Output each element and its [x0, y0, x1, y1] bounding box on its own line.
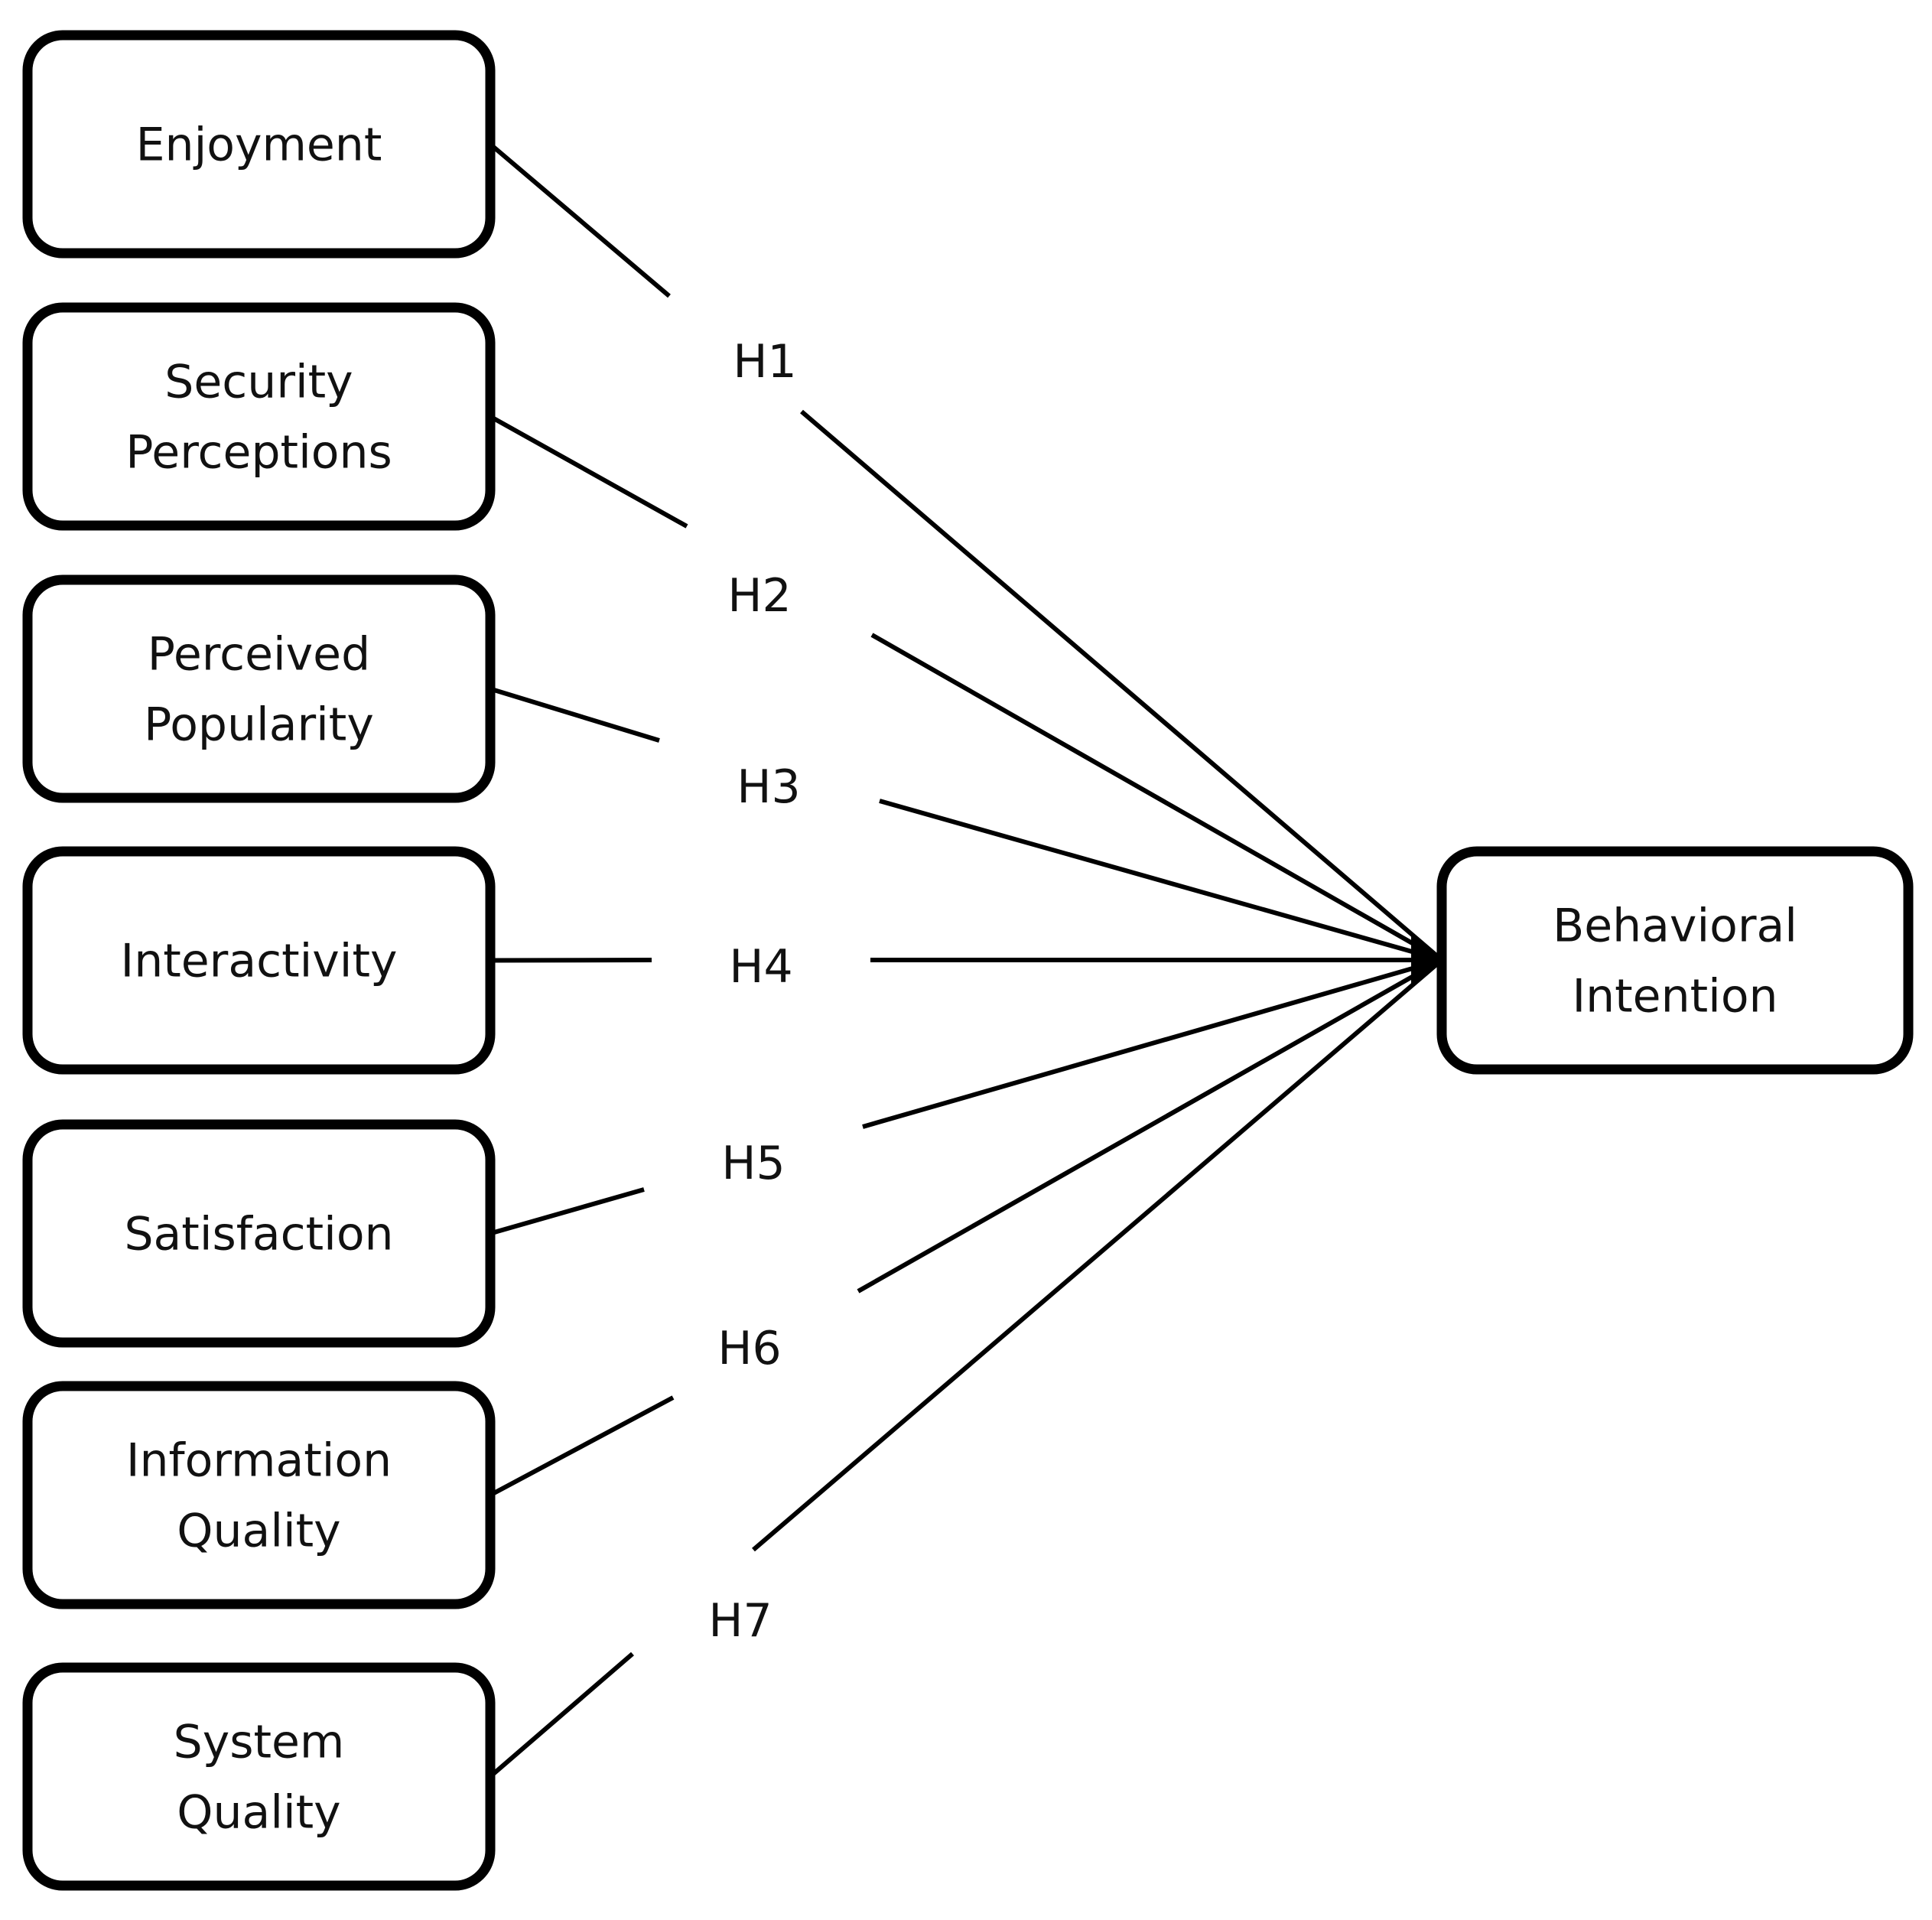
- hypothesis-label-h6: H6: [717, 1322, 781, 1375]
- edge-satisfaction-arrow-segment: [862, 958, 1442, 1129]
- edge-satisfaction-source-segment: [490, 1187, 645, 1236]
- box-enjoyment-label-line: Enjoyment: [136, 119, 382, 172]
- box-perceived-popularity-label-line: Popularity: [144, 698, 374, 752]
- box-security-perceptions-label-line: Perceptions: [125, 426, 392, 480]
- box-behavioral-intention-frame: [1436, 846, 1914, 1075]
- box-information-quality-frame: [22, 1381, 496, 1609]
- box-satisfaction: Satisfaction: [22, 1119, 496, 1348]
- box-satisfaction-label-line: Satisfaction: [124, 1208, 393, 1261]
- box-system-quality-label-line: Quality: [177, 1786, 340, 1840]
- edge-perceived-popularity-arrow-segment: [879, 799, 1442, 962]
- hypothesis-label-h2: H2: [727, 569, 791, 623]
- box-information-quality-label-line: Quality: [177, 1505, 340, 1558]
- box-satisfaction-frame: [22, 1119, 496, 1348]
- hypothesis-label-h7: H7: [708, 1594, 772, 1648]
- hypothesis-label-h4: H4: [729, 940, 792, 994]
- edge-security-perceptions-source-segment: [489, 414, 688, 529]
- box-enjoyment-frame: [22, 30, 496, 259]
- box-information-quality-label-line: Information: [126, 1434, 392, 1488]
- box-enjoyment: Enjoyment: [22, 30, 496, 259]
- box-system-quality-frame: [22, 1662, 496, 1891]
- edge-system-quality-source-segment: [489, 1652, 634, 1778]
- edge-system-quality-arrow-segment: [752, 958, 1443, 1552]
- box-behavioral-intention-label-line: Behavioral: [1553, 900, 1797, 953]
- target-arrowhead: [1411, 934, 1442, 986]
- edge-perceived-popularity-source-segment: [490, 686, 660, 743]
- edge-enjoyment-arrow-segment: [800, 409, 1443, 962]
- edge-interactivity-source-segment: [490, 958, 652, 963]
- edge-information-quality-arrow-segment: [857, 958, 1443, 1294]
- box-perceived-popularity-frame: [22, 574, 496, 803]
- box-security-perceptions-label-line: Security: [164, 356, 353, 409]
- box-interactivity-label-line: Interactivity: [121, 935, 398, 988]
- edges-layer: [489, 142, 1443, 1778]
- box-security-perceptions-frame: [22, 302, 496, 531]
- edge-information-quality-source-segment: [489, 1395, 675, 1498]
- hypothesis-label-h1: H1: [733, 335, 796, 389]
- box-perceived-popularity-label-line: Perceived: [148, 628, 370, 682]
- hypothesis-label-h5: H5: [721, 1137, 785, 1190]
- edge-security-perceptions-arrow-segment: [870, 633, 1443, 962]
- edge-enjoyment-source-segment: [489, 142, 671, 298]
- box-behavioral-intention-label-line: Intention: [1572, 970, 1778, 1023]
- box-system-quality-label-line: System: [174, 1716, 345, 1769]
- box-interactivity-frame: [22, 846, 496, 1075]
- box-interactivity: Interactivity: [22, 846, 496, 1075]
- hypothesis-label-h3: H3: [737, 760, 800, 814]
